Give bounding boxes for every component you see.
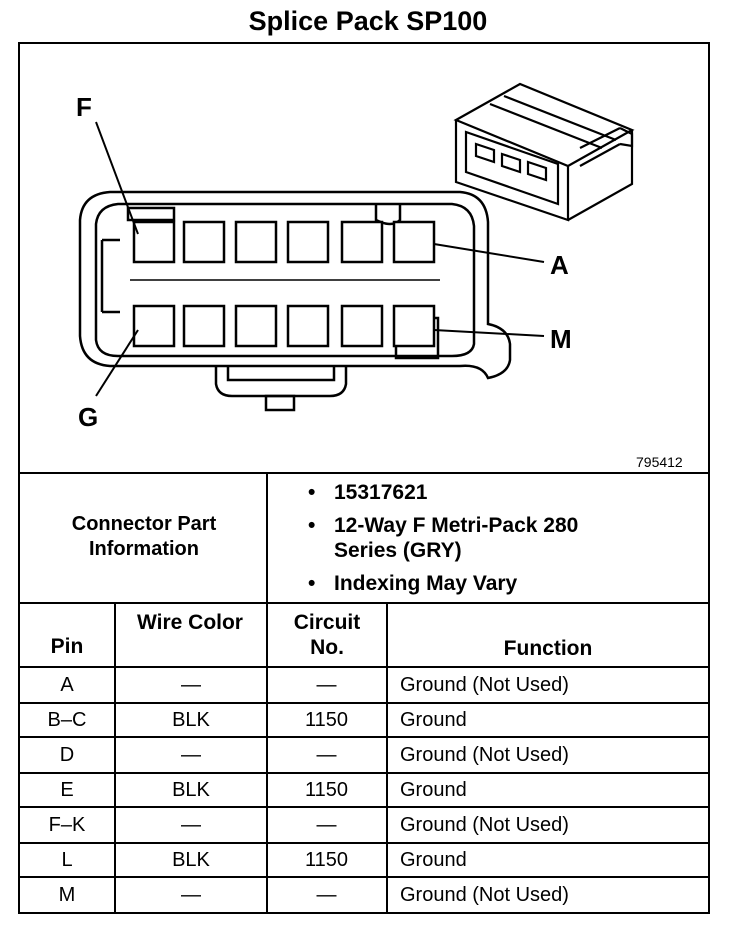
cell-function: Ground (Not Used) bbox=[400, 814, 569, 836]
cell-circuit: — bbox=[316, 814, 337, 836]
divider bbox=[20, 472, 708, 474]
cavity-f bbox=[132, 220, 176, 264]
callout-g: G bbox=[78, 402, 99, 432]
cavity-l bbox=[340, 304, 384, 348]
leader-f bbox=[95, 121, 139, 235]
connector-outline bbox=[78, 190, 512, 380]
cell-function: Ground (Not Used) bbox=[400, 674, 569, 696]
cell-pin: B–C bbox=[47, 709, 87, 731]
list-item: 15317621 bbox=[308, 480, 614, 505]
callout-f: F bbox=[76, 92, 92, 122]
callout-m: M bbox=[550, 324, 572, 354]
connector-inner-outline bbox=[94, 202, 476, 358]
cell-function: Ground bbox=[400, 849, 467, 871]
cell-circuit: 1150 bbox=[304, 779, 348, 801]
divider bbox=[266, 602, 268, 912]
cell-function: Ground bbox=[400, 709, 467, 731]
cell-wire: BLK bbox=[172, 849, 210, 871]
cavity-k bbox=[286, 304, 330, 348]
cavity-c bbox=[286, 220, 330, 264]
pin-cavities bbox=[132, 220, 436, 348]
cavity-m bbox=[392, 304, 436, 348]
leader-g bbox=[95, 329, 139, 397]
divider bbox=[20, 842, 708, 844]
divider bbox=[20, 772, 708, 774]
divider bbox=[20, 602, 708, 604]
divider bbox=[20, 736, 708, 738]
cavity-d bbox=[234, 220, 278, 264]
connector-info-label: Connector Part Information bbox=[71, 513, 217, 560]
cell-pin: F–K bbox=[48, 814, 86, 836]
cell-pin: E bbox=[60, 779, 74, 801]
header-pin: Pin bbox=[50, 635, 84, 658]
list-item: 12-Way F Metri-Pack 280 Series (GRY) bbox=[308, 513, 614, 563]
cavity-a bbox=[392, 220, 436, 264]
cell-circuit: 1150 bbox=[304, 849, 348, 871]
cavity-h bbox=[182, 304, 226, 348]
cell-wire: — bbox=[181, 674, 201, 696]
cell-pin: A bbox=[60, 674, 74, 696]
cell-function: Ground (Not Used) bbox=[400, 744, 569, 766]
leader-m bbox=[433, 329, 545, 337]
divider bbox=[386, 602, 388, 912]
cell-wire: BLK bbox=[172, 779, 210, 801]
cell-wire: — bbox=[181, 744, 201, 766]
cell-circuit: — bbox=[316, 674, 337, 696]
leader-a bbox=[433, 243, 545, 263]
connector-diagram bbox=[78, 82, 635, 412]
connector-info-list: 15317621 12-Way F Metri-Pack 280 Series … bbox=[308, 480, 614, 604]
header-circuit-no: Circuit No. bbox=[293, 611, 361, 659]
divider bbox=[114, 602, 116, 912]
cavity-g bbox=[132, 304, 176, 348]
divider bbox=[266, 472, 268, 602]
connector-3d-view bbox=[453, 82, 635, 222]
cavity-e bbox=[182, 220, 226, 264]
cell-pin: M bbox=[58, 884, 76, 906]
cell-wire: BLK bbox=[172, 709, 210, 731]
cell-pin: L bbox=[61, 849, 73, 871]
cavity-j bbox=[234, 304, 278, 348]
cell-circuit: — bbox=[316, 744, 337, 766]
page-title: Splice Pack SP100 bbox=[248, 6, 488, 36]
cell-circuit: — bbox=[316, 884, 337, 906]
cell-circuit: 1150 bbox=[304, 709, 348, 731]
cell-pin: D bbox=[59, 744, 75, 766]
connector-key-top bbox=[374, 204, 402, 226]
header-wire-color: Wire Color bbox=[137, 611, 243, 634]
cell-function: Ground (Not Used) bbox=[400, 884, 569, 906]
divider bbox=[20, 806, 708, 808]
cavity-b bbox=[340, 220, 384, 264]
divider bbox=[20, 876, 708, 878]
divider bbox=[20, 666, 708, 668]
diagram-frame bbox=[18, 42, 710, 914]
callout-a: A bbox=[550, 250, 569, 280]
cell-wire: — bbox=[181, 814, 201, 836]
figure-number: 795412 bbox=[636, 454, 683, 470]
cell-wire: — bbox=[181, 884, 201, 906]
latch-tab bbox=[264, 394, 296, 412]
list-item: Indexing May Vary bbox=[308, 571, 614, 596]
cell-function: Ground bbox=[400, 779, 467, 801]
divider bbox=[20, 702, 708, 704]
header-function: Function bbox=[503, 637, 593, 660]
